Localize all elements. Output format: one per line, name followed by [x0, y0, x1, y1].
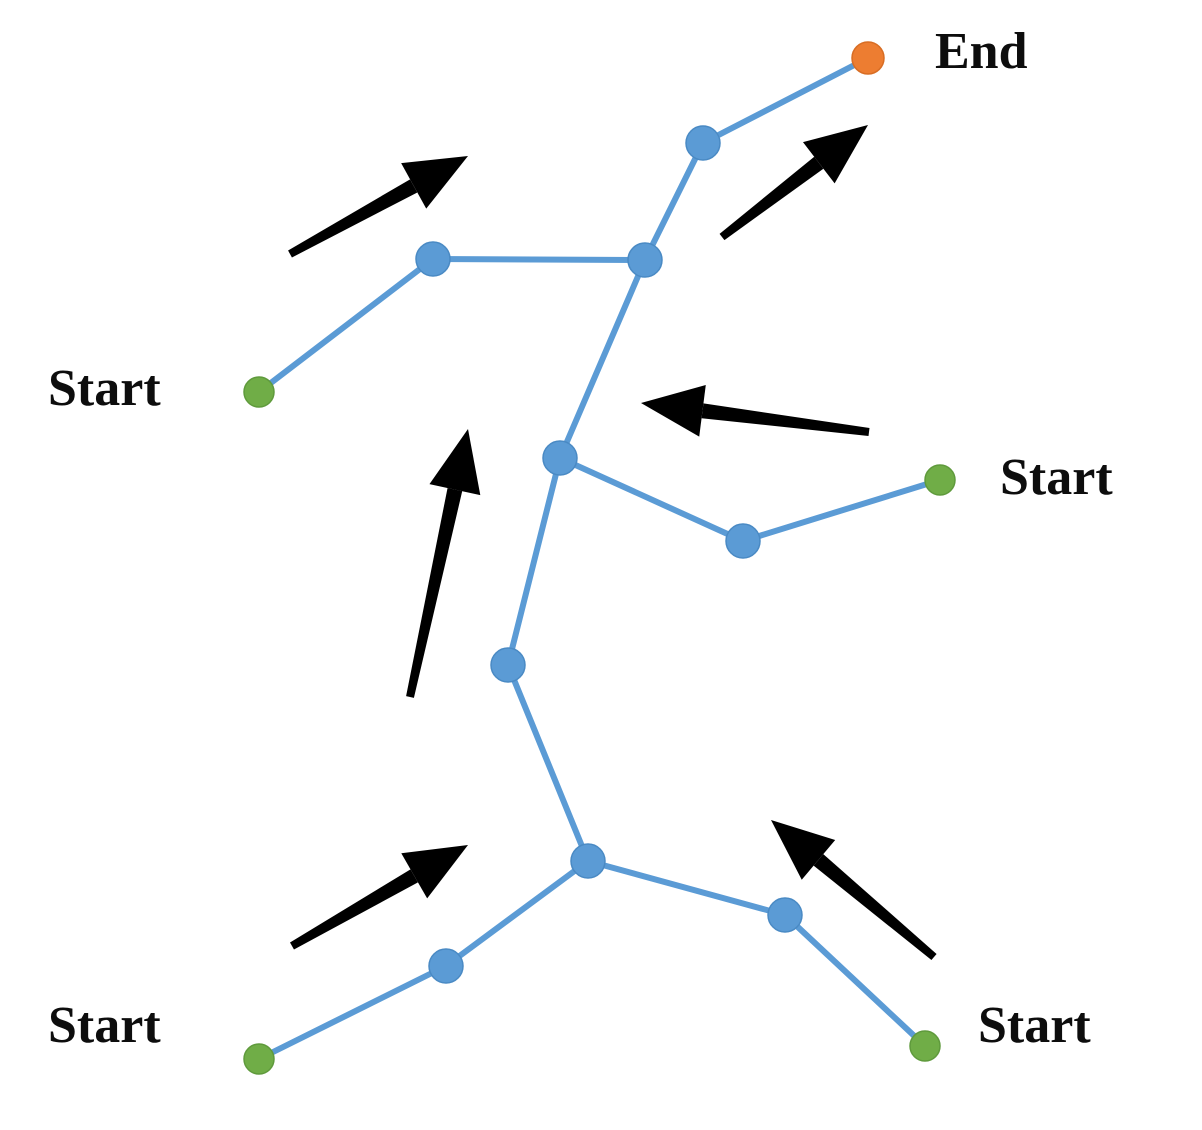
start-node[interactable] — [924, 464, 956, 496]
start-node[interactable] — [243, 376, 275, 408]
arrow-head — [802, 125, 868, 184]
start-label: Start — [48, 360, 161, 417]
graph-edge — [740, 477, 943, 544]
start-node[interactable] — [243, 1043, 275, 1075]
arrow-shaft — [701, 403, 870, 436]
graph-edge — [443, 858, 591, 969]
graph-edge — [557, 455, 746, 544]
pointer-arrow-north — [406, 429, 481, 698]
arrow-head — [401, 845, 468, 899]
pointer-arrow-north-east — [288, 156, 468, 258]
arrow-shaft — [288, 179, 418, 258]
graph-edge — [642, 140, 706, 263]
start-label: Start — [48, 997, 161, 1054]
nodes-layer — [243, 41, 956, 1075]
start-label: Start — [978, 997, 1091, 1054]
graph-edge — [430, 256, 648, 263]
graph-edge — [256, 256, 436, 395]
arrow-shaft — [719, 156, 824, 241]
start-label: Start — [1000, 449, 1113, 506]
graph-edge — [585, 858, 788, 918]
arrow-shaft — [406, 488, 463, 698]
waypoint-node[interactable] — [685, 125, 721, 161]
pointer-arrow-north-east — [719, 125, 868, 241]
junction-node[interactable] — [627, 242, 663, 278]
graph-edge — [557, 257, 648, 461]
arrow-head — [429, 429, 481, 496]
graph-edge — [505, 455, 563, 668]
pointer-arrow-west — [641, 385, 870, 437]
waypoint-node[interactable] — [415, 241, 451, 277]
arrow-head — [401, 156, 468, 209]
start-node[interactable] — [909, 1030, 941, 1062]
pointer-arrow-north-west — [771, 820, 937, 961]
junction-node[interactable] — [542, 440, 578, 476]
waypoint-node[interactable] — [490, 647, 526, 683]
graph-edge — [782, 912, 928, 1049]
waypoint-node[interactable] — [428, 948, 464, 984]
waypoint-node[interactable] — [725, 523, 761, 559]
junction-node[interactable] — [570, 843, 606, 879]
waypoint-node[interactable] — [767, 897, 803, 933]
pointer-arrow-north-east — [290, 845, 468, 950]
arrow-head — [771, 820, 836, 880]
edges-layer — [256, 55, 943, 1062]
end-node[interactable] — [851, 41, 885, 75]
arrow-shaft — [813, 854, 937, 961]
end-label: End — [935, 23, 1028, 80]
graph-edge — [256, 963, 449, 1062]
graph-edge — [700, 55, 871, 146]
arrow-head — [641, 385, 706, 437]
arrows-layer — [288, 125, 937, 961]
graph-edge — [505, 662, 591, 864]
arrow-shaft — [290, 869, 418, 950]
